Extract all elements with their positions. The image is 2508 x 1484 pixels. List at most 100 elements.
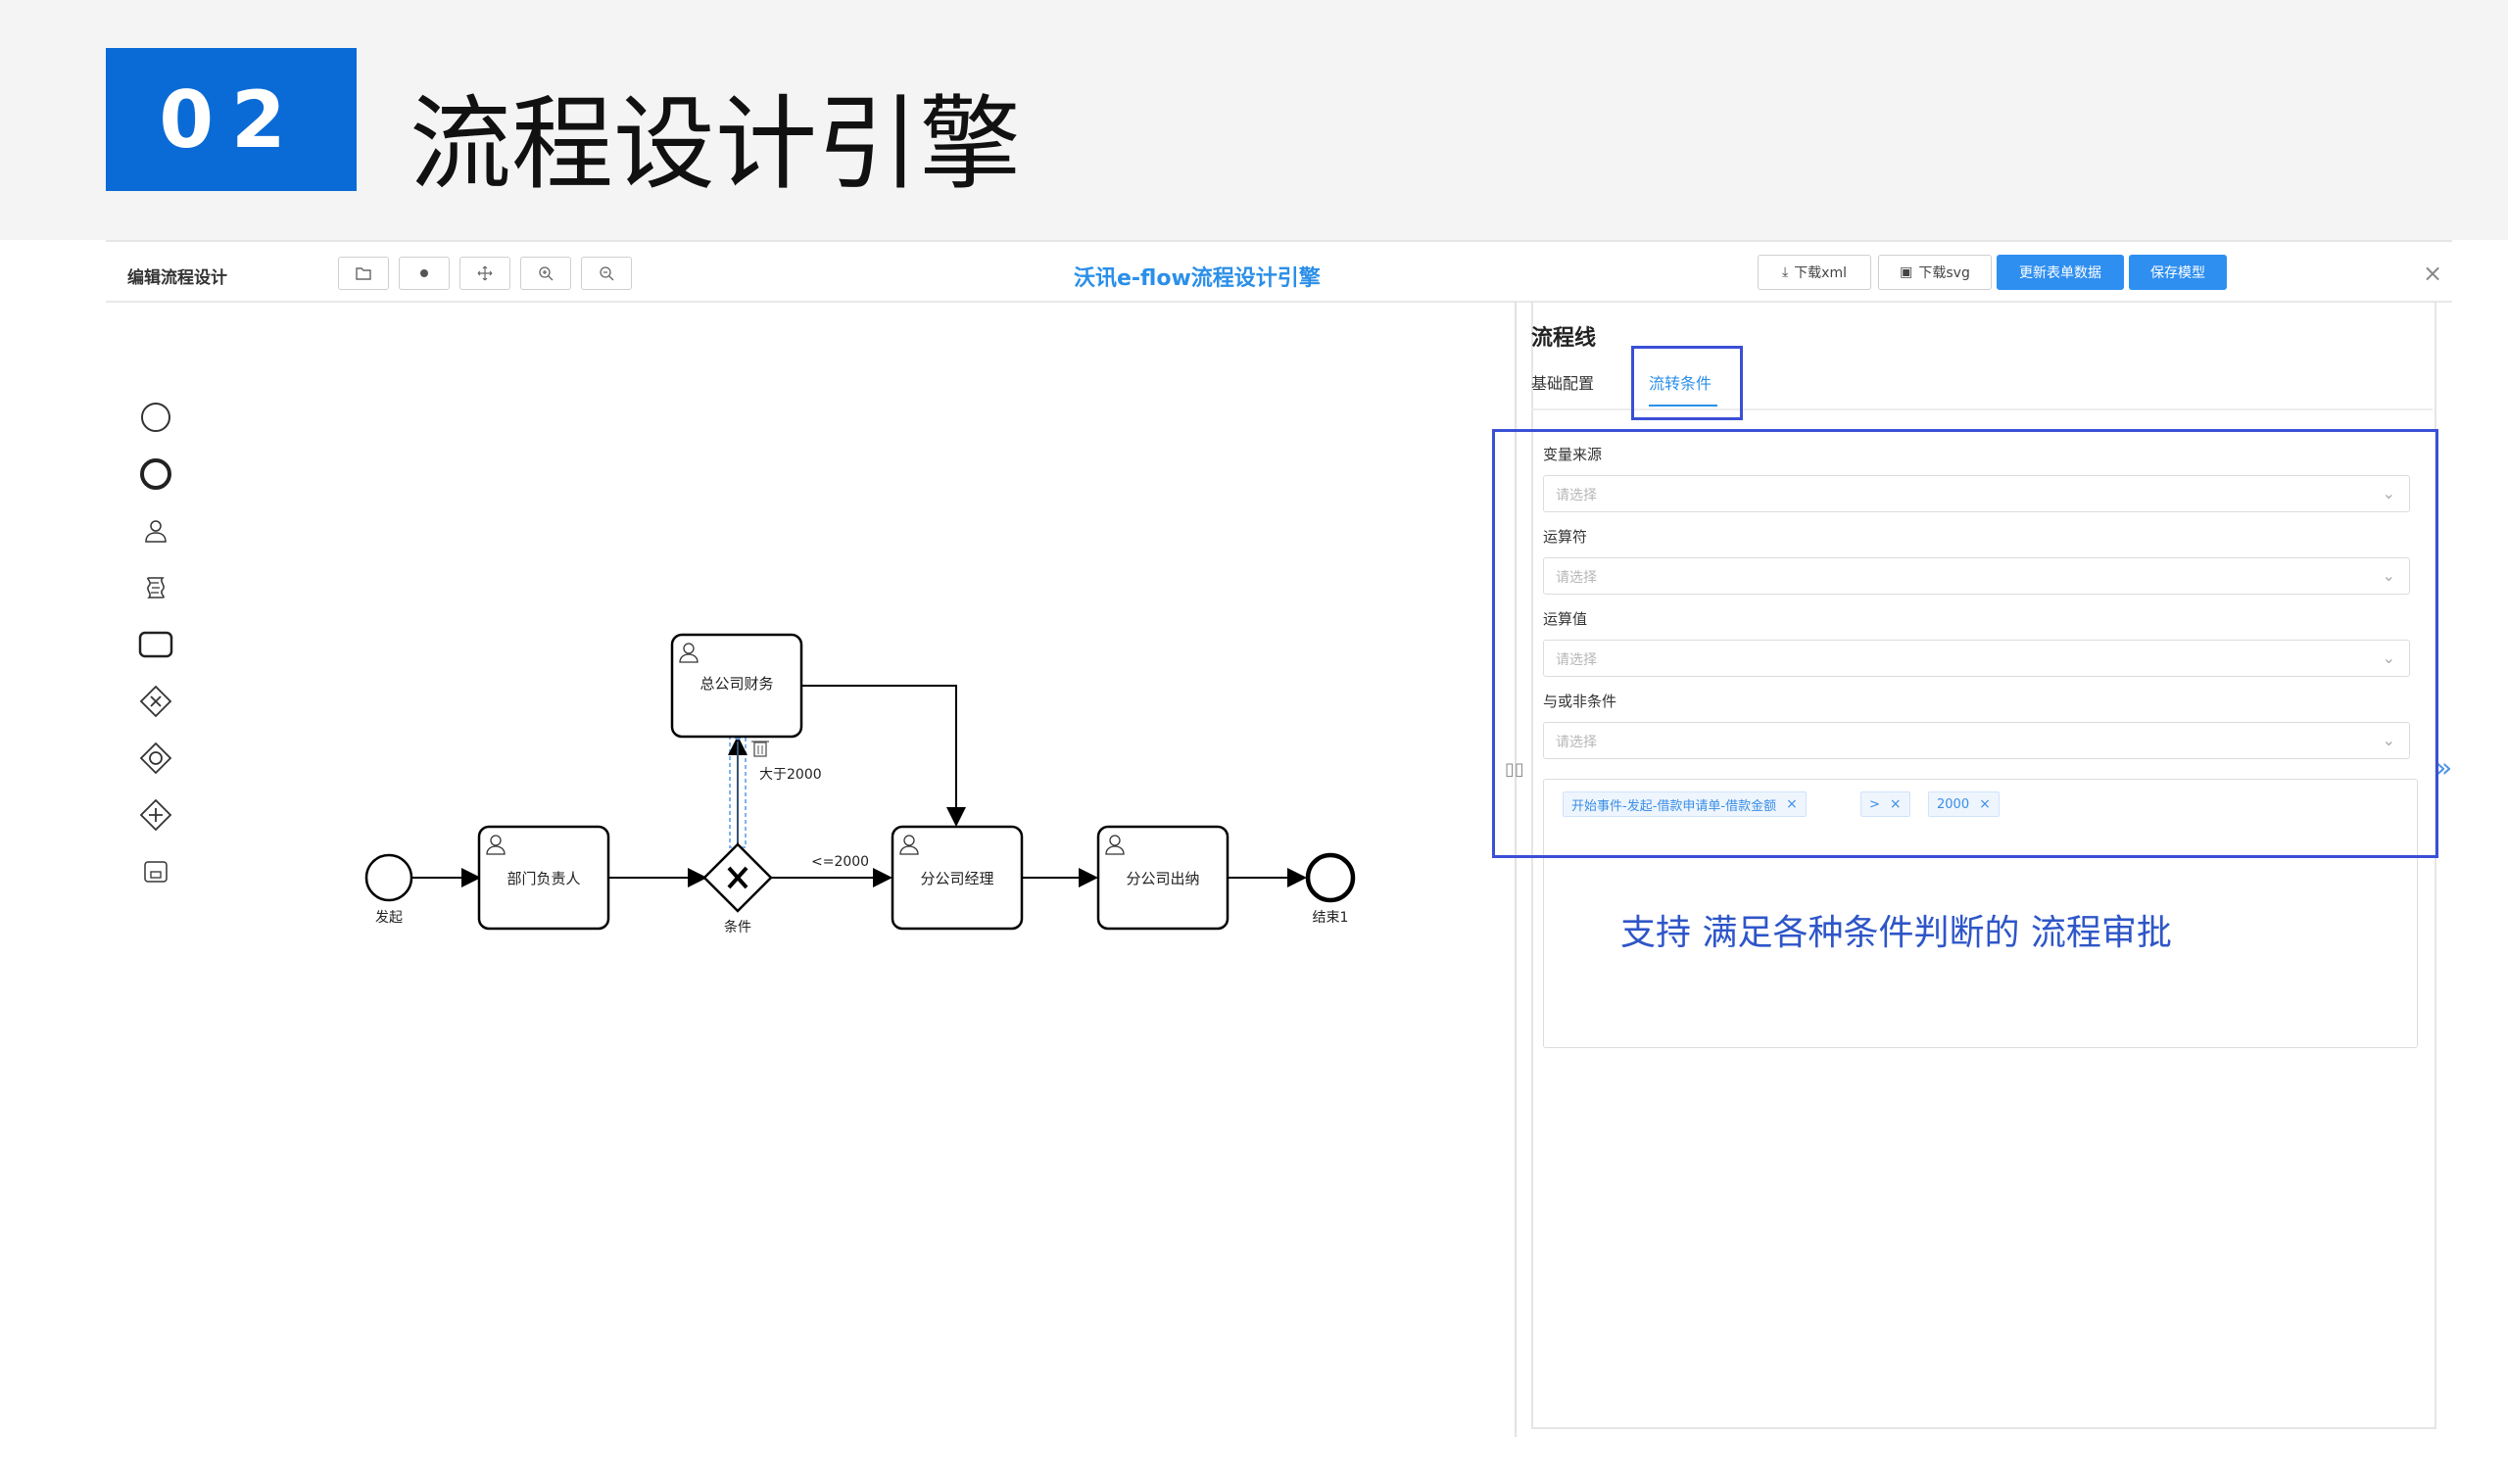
edge-label-lte: <=2000 <box>811 854 869 870</box>
user-task-icon <box>1105 835 1125 855</box>
zoom-out-icon <box>600 266 614 281</box>
inclusive-gateway-icon <box>139 742 172 775</box>
field-label-variable-source: 变量来源 <box>1543 446 1603 463</box>
close-icon[interactable]: × <box>1786 796 1798 812</box>
zoom-out-button[interactable] <box>581 257 632 290</box>
task-branch-cashier-label: 分公司出纳 <box>1126 870 1199 887</box>
end-event-icon <box>140 458 171 490</box>
toolbar: 编辑流程设计 沃讯e-flow流程设计引擎 ⤓ 下载xml ▣ 下载svg 更新… <box>106 242 2452 303</box>
condition-expression-area[interactable] <box>1543 779 2418 1048</box>
download-svg-label: 下载svg <box>1918 265 1970 281</box>
user-icon <box>145 520 167 543</box>
parallel-gateway-tool[interactable] <box>137 796 174 834</box>
user-task-tool[interactable] <box>137 512 174 550</box>
logic-condition-select[interactable]: 请选择 ⌄ <box>1543 722 2410 759</box>
form-task-tool[interactable] <box>137 853 174 890</box>
select-placeholder: 请选择 <box>1556 570 1597 586</box>
download-xml-button[interactable]: ⤓ 下载xml <box>1758 255 1871 290</box>
parallel-gateway-icon <box>139 798 172 832</box>
zoom-in-button[interactable] <box>520 257 571 290</box>
chevron-down-icon: ⌄ <box>2382 731 2395 749</box>
exclusive-gateway-tool[interactable] <box>137 683 174 720</box>
slide-title: 流程设计引擎 <box>410 84 1022 204</box>
bpmn-canvas[interactable]: 发起 部门负责人 条件 总公司财务 分公司经理 分公司 <box>106 240 1507 1435</box>
script-icon <box>147 577 165 598</box>
task-dept-head[interactable]: 部门负责人 <box>477 825 610 931</box>
panel-title: 流程线 <box>1531 326 1597 351</box>
center-button[interactable] <box>399 257 450 290</box>
start-event-tool[interactable] <box>137 399 174 436</box>
variable-source-select[interactable]: 请选择 ⌄ <box>1543 475 2410 512</box>
zoom-in-icon <box>539 266 554 281</box>
flow-designer-app: 编辑流程设计 沃讯e-flow流程设计引擎 ⤓ 下载xml ▣ 下载svg 更新… <box>106 240 2453 1437</box>
tab-basic-config[interactable]: 基础配置 <box>1531 374 1595 393</box>
start-event[interactable] <box>364 853 413 902</box>
designer-title: 沃讯e-flow流程设计引擎 <box>1074 266 1321 291</box>
select-placeholder: 请选择 <box>1556 488 1597 503</box>
move-button[interactable] <box>459 257 510 290</box>
task-dept-head-label: 部门负责人 <box>506 870 580 887</box>
active-tab-indicator <box>1649 405 1717 407</box>
task-branch-manager-label: 分公司经理 <box>920 870 993 887</box>
image-icon: ▣ <box>1900 264 1913 280</box>
condition-tag-value[interactable]: 2000 × <box>1928 791 2000 817</box>
folder-icon <box>356 267 371 280</box>
panel-divider <box>1515 301 1517 1437</box>
update-form-button[interactable]: 更新表单数据 <box>1997 255 2124 290</box>
top-divider <box>106 240 2452 242</box>
chevron-down-icon: ⌄ <box>2382 484 2395 503</box>
download-svg-button[interactable]: ▣ 下载svg <box>1878 255 1992 290</box>
field-label-logic-condition: 与或非条件 <box>1543 693 1617 710</box>
select-placeholder: 请选择 <box>1556 735 1597 750</box>
gateway-label: 条件 <box>724 919 751 935</box>
condition-tag-variable[interactable]: 开始事件-发起-借款申请单-借款金额 × <box>1563 791 1807 817</box>
download-xml-label: 下载xml <box>1794 265 1847 281</box>
edge-label-gt: 大于2000 <box>759 767 822 783</box>
script-task-tool[interactable] <box>137 569 174 606</box>
tag-label: 2000 <box>1937 796 1970 812</box>
operator-select[interactable]: 请选择 ⌄ <box>1543 557 2410 595</box>
app-title: 编辑流程设计 <box>127 268 227 288</box>
operand-select[interactable]: 请选择 ⌄ <box>1543 640 2410 677</box>
end-event[interactable] <box>1305 852 1356 903</box>
panel-toggle-icon[interactable]: ▯▯ <box>1505 759 1524 780</box>
slide-header: 02 流程设计引擎 <box>0 0 2508 240</box>
user-task-icon <box>899 835 919 855</box>
tab-highlight-box <box>1631 346 1743 420</box>
close-icon[interactable]: × <box>1979 796 1991 812</box>
open-folder-button[interactable] <box>338 257 389 290</box>
tag-label: 开始事件-发起-借款申请单-借款金额 <box>1571 798 1777 814</box>
task-branch-cashier[interactable]: 分公司出纳 <box>1096 825 1230 931</box>
task-branch-manager[interactable]: 分公司经理 <box>891 825 1024 931</box>
dot-icon <box>420 269 428 277</box>
section-number: 02 <box>106 48 357 191</box>
end-event-tool[interactable] <box>137 455 174 493</box>
close-icon[interactable]: × <box>2423 260 2443 287</box>
task-hq-finance-label: 总公司财务 <box>699 675 773 693</box>
start-event-label: 发起 <box>375 910 403 926</box>
field-label-operator: 运算符 <box>1543 528 1588 546</box>
condition-tag-operator[interactable]: >× <box>1860 791 1910 817</box>
delete-icon[interactable] <box>751 741 769 757</box>
close-icon[interactable]: × <box>1889 796 1902 812</box>
tag-label: > <box>1869 796 1880 812</box>
user-task-icon <box>679 643 699 663</box>
tab-separator <box>1531 408 2433 410</box>
exclusive-gateway[interactable] <box>702 842 773 913</box>
move-icon <box>477 265 493 281</box>
download-icon: ⤓ <box>1781 264 1789 280</box>
field-label-operand: 运算值 <box>1543 610 1588 628</box>
expand-right-icon[interactable]: » <box>2436 751 2453 784</box>
user-task-icon <box>486 835 506 855</box>
inclusive-gateway-tool[interactable] <box>137 740 174 777</box>
subprocess-tool[interactable] <box>137 626 174 663</box>
chevron-down-icon: ⌄ <box>2382 648 2395 667</box>
edge-finance-branch[interactable] <box>801 685 966 827</box>
properties-panel <box>1531 301 2436 1429</box>
tab-flow-condition[interactable]: 流转条件 <box>1649 374 1712 393</box>
exclusive-gateway-icon <box>139 685 172 718</box>
save-model-button[interactable]: 保存模型 <box>2129 255 2227 290</box>
task-hq-finance[interactable]: 总公司财务 <box>670 633 803 739</box>
chevron-down-icon: ⌄ <box>2382 566 2395 585</box>
end-event-label: 结束1 <box>1313 910 1349 926</box>
